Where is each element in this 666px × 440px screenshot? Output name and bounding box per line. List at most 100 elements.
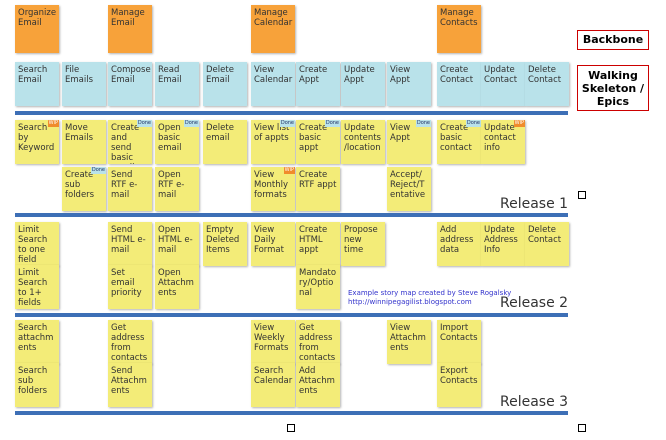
note-text: Manage Contacts — [440, 8, 478, 28]
stories-note[interactable]: Empty Deleted Items — [203, 222, 247, 266]
release-2-label: Release 2 — [500, 295, 569, 311]
skeleton-note[interactable]: Compose Email — [108, 62, 152, 106]
note-text: Delete email — [206, 123, 234, 143]
release-1-line — [15, 213, 568, 217]
note-text: Send RTF e-mail — [111, 170, 138, 200]
stories-note[interactable]: Send HTML e-mail — [108, 222, 152, 266]
backbone-note[interactable]: Manage Email — [108, 5, 152, 53]
skeleton-note[interactable]: Delete Email — [203, 62, 247, 106]
note-text: Update contact info — [484, 123, 516, 153]
credit-link[interactable]: http://winnipegagilist.blogspot.com — [348, 298, 472, 306]
stories-note[interactable]: Create RTF appt — [296, 167, 340, 211]
release-3-label: Release 3 — [500, 394, 569, 410]
stories-note[interactable]: Export Contacts — [437, 363, 481, 407]
note-text: Send HTML e-mail — [111, 225, 146, 255]
note-text: Organize Email — [18, 8, 57, 28]
note-text: Limit Search to 1+ fields — [18, 268, 48, 308]
done-tag: Done — [415, 120, 431, 127]
note-text: Create sub folders — [65, 170, 95, 200]
note-text: Propose new time — [344, 225, 378, 255]
stories-note[interactable]: Update contents /location — [341, 120, 385, 164]
note-text: Manage Calendar — [254, 8, 293, 28]
stories-note[interactable]: Get address from contacts — [108, 320, 152, 364]
stories-note[interactable]: Add Attachm ents — [296, 363, 340, 407]
stories-note[interactable]: Send RTF e-mail — [108, 167, 152, 211]
stories-note[interactable]: Limit Search to one field — [15, 222, 59, 266]
done-tag: Done — [183, 120, 199, 127]
resize-handle[interactable] — [578, 191, 586, 199]
note-text: Add Attachm ents — [299, 366, 335, 396]
stories-note[interactable]: Delete email — [203, 120, 247, 164]
stories-note[interactable]: Import Contacts — [437, 320, 481, 364]
skeleton-note[interactable]: View Calendar — [251, 62, 295, 106]
stories-note[interactable]: Update Address Info — [481, 222, 525, 266]
done-tag: Done — [90, 167, 106, 174]
stories-note[interactable]: Open Attachm ents — [155, 265, 199, 309]
note-text: Get address from contacts — [299, 323, 336, 363]
backbone-legend: Backbone — [577, 30, 649, 50]
stories-note[interactable]: Propose new time — [341, 222, 385, 266]
skeleton-note[interactable]: View Appt — [387, 62, 431, 106]
backbone-note[interactable]: Manage Calendar — [251, 5, 295, 53]
wip-tag: WIP — [283, 167, 295, 174]
stories-note[interactable]: Open RTF e-mail — [155, 167, 199, 211]
stories-note[interactable]: Mandato ry/Optio nal — [296, 265, 340, 309]
note-text: Search by Keyword — [18, 123, 55, 153]
stories-note[interactable]: View Attachm ents — [387, 320, 431, 364]
resize-handle[interactable] — [287, 424, 295, 432]
note-text: Export Contacts — [440, 366, 478, 386]
skeleton-note[interactable]: Create Contact — [437, 62, 481, 106]
stories-note[interactable]: Set email priority — [108, 265, 152, 309]
skeleton-note[interactable]: Read Email — [155, 62, 199, 106]
stories-note[interactable]: Get address from contacts — [296, 320, 340, 364]
divider — [15, 111, 568, 115]
stories-note[interactable]: View Daily Format — [251, 222, 295, 266]
skeleton-note[interactable]: Search Email — [15, 62, 59, 106]
stories-note[interactable]: Open HTML e-mail — [155, 222, 199, 266]
skeleton-note[interactable]: Update Contact — [481, 62, 525, 106]
note-text: Delete Contact — [528, 225, 562, 245]
stories-note[interactable]: Move Emails — [62, 120, 106, 164]
stories-note[interactable]: Create HTML appt — [296, 222, 340, 266]
stories-note[interactable]: Search sub folders — [15, 363, 59, 407]
note-text: Limit Search to one field — [18, 225, 48, 265]
skeleton-note[interactable]: Update Appt — [341, 62, 385, 106]
resize-handle[interactable] — [578, 424, 586, 432]
note-text: Search Email — [18, 65, 48, 85]
stories-note[interactable]: Search attachm ents — [15, 320, 59, 364]
note-text: Update contents /location — [344, 123, 381, 153]
skeleton-note[interactable]: Delete Contact — [525, 62, 569, 106]
backbone-note[interactable]: Manage Contacts — [437, 5, 481, 53]
wip-tag: WIP — [47, 120, 59, 127]
note-text: View Daily Format — [254, 225, 284, 255]
note-text: View Appt — [390, 65, 411, 85]
skeleton-note[interactable]: Create Appt — [296, 62, 340, 106]
skeleton-note[interactable]: File Emails — [62, 62, 106, 106]
note-text: Update Address Info — [484, 225, 518, 255]
note-text: Open Attachm ents — [158, 268, 194, 298]
note-text: Mandato ry/Optio nal — [299, 268, 337, 298]
note-text: Create basic appt — [299, 123, 328, 153]
note-text: Delete Contact — [528, 65, 562, 85]
stories-note[interactable]: Delete Contact — [525, 222, 569, 266]
stories-note[interactable]: Search Calendar — [251, 363, 295, 407]
note-text: Search sub folders — [18, 366, 48, 396]
stories-note[interactable]: Add address data — [437, 222, 481, 266]
stories-note[interactable]: View Weekly Formats — [251, 320, 295, 364]
backbone-note[interactable]: Organize Email — [15, 5, 59, 53]
note-text: Add address data — [440, 225, 474, 255]
stories-note[interactable]: Limit Search to 1+ fields — [15, 265, 59, 309]
note-text: Create Appt — [299, 65, 328, 85]
stories-note[interactable]: Send Attachm ents — [108, 363, 152, 407]
stories-note[interactable]: Accept/ Reject/T entative — [387, 167, 431, 211]
